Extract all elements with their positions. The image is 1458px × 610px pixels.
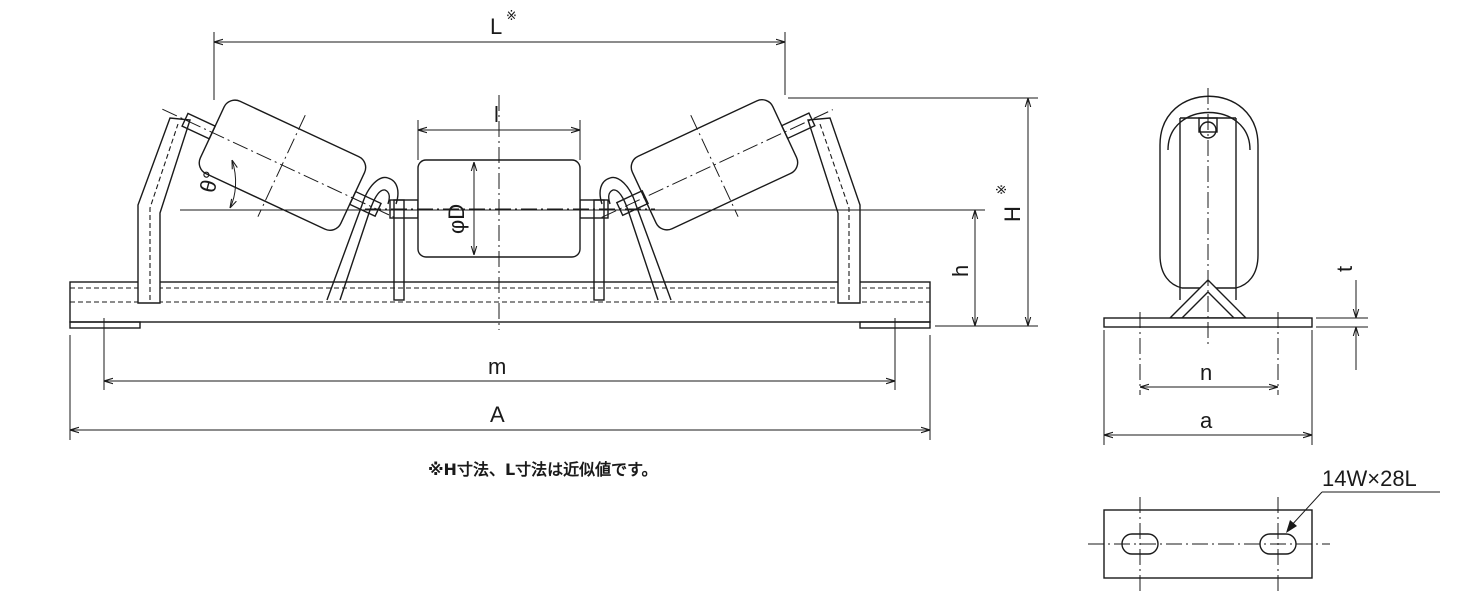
front-view (69, 32, 1038, 440)
right-wing-roller (601, 99, 833, 231)
label-m: m (488, 354, 506, 379)
base-plate-plan (1088, 491, 1440, 592)
label-t: t (1332, 266, 1357, 272)
label-A: A (490, 402, 505, 427)
dim-t (1316, 280, 1368, 370)
label-H-mark: ※ (995, 184, 1010, 195)
label-phiD: φD (444, 204, 469, 234)
dim-L (213, 32, 786, 100)
dim-a (1103, 330, 1313, 445)
label-L-mark: ※ (506, 9, 517, 24)
approximate-dimensions-note: ※H寸法、L寸法は近似値です。 (428, 460, 658, 479)
base-frame (69, 281, 931, 329)
dim-m (103, 318, 896, 390)
dim-l (417, 120, 581, 160)
center-roller (365, 95, 655, 330)
label-l: l (494, 102, 499, 127)
label-L: L (490, 14, 502, 39)
dim-H (788, 97, 1038, 327)
label-a: a (1200, 408, 1213, 433)
label-H: H (1000, 206, 1025, 222)
center-stand-left (326, 176, 419, 301)
right-bracket (807, 117, 861, 304)
left-bracket (137, 117, 191, 304)
label-n: n (1200, 360, 1212, 385)
label-h: h (948, 265, 973, 277)
left-wing-roller (162, 99, 399, 231)
dim-theta (230, 160, 236, 208)
side-view (1103, 88, 1368, 445)
dim-A (69, 335, 931, 440)
label-slot: 14W×28L (1322, 466, 1417, 491)
